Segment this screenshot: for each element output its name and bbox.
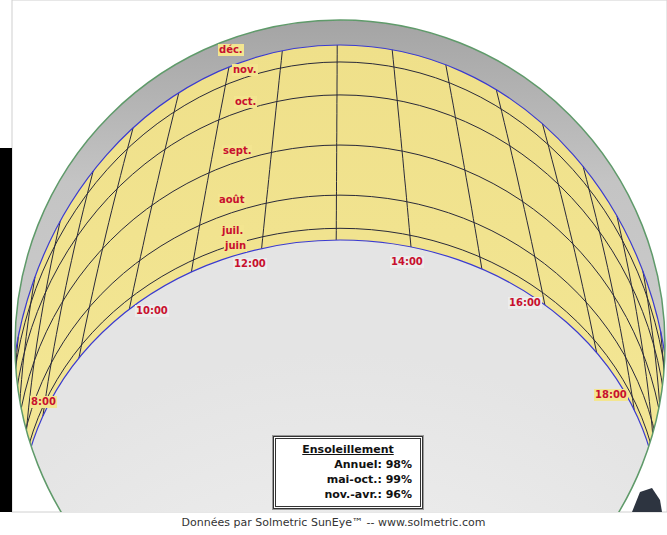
month-label: oct. [234, 96, 257, 108]
month-curve [19, 228, 660, 512]
month-curve [18, 195, 663, 512]
month-label: août [218, 194, 246, 206]
month-label: nov. [232, 64, 258, 76]
month-label: déc. [218, 44, 244, 56]
hour-line [446, 65, 482, 269]
hour-line [336, 45, 337, 240]
insolation-value: mai-oct.: 99% [284, 472, 412, 487]
hour-label: 16:00 [508, 297, 542, 309]
december-path [10, 45, 667, 512]
hour-line [643, 271, 662, 512]
hour-line [262, 51, 283, 249]
hour-line [496, 90, 545, 305]
month-curve [11, 62, 667, 512]
hour-label: 14:00 [390, 256, 424, 268]
month-label: juil. [221, 225, 244, 237]
open-sky [20, 240, 660, 512]
caption: Données par Solmetric SunEye™ -- www.sol… [0, 516, 667, 530]
hour-line [392, 50, 411, 247]
insolation-value: Annuel: 98% [284, 457, 412, 472]
june-path [20, 240, 660, 512]
insolation-box: EnsoleillementAnnuel: 98%mai-oct.: 99%no… [273, 436, 423, 509]
fisheye-edge [15, 20, 665, 512]
month-label: sept. [222, 145, 252, 157]
hour-label: 18:00 [594, 389, 628, 401]
hour-label: 12:00 [233, 258, 267, 270]
month-curve [13, 95, 667, 512]
hour-label: 10:00 [135, 305, 169, 317]
tripod-part [632, 488, 662, 512]
hour-line [79, 128, 133, 358]
month-curve [15, 145, 665, 512]
hour-label: 8:00 [30, 396, 57, 408]
month-label: juin [224, 240, 247, 252]
hour-line [543, 124, 597, 353]
black-edge [0, 148, 12, 512]
box-heading: Ensoleillement [284, 442, 412, 457]
hour-line [18, 277, 36, 512]
insolation-value: nov.-avr.: 96% [284, 487, 412, 502]
